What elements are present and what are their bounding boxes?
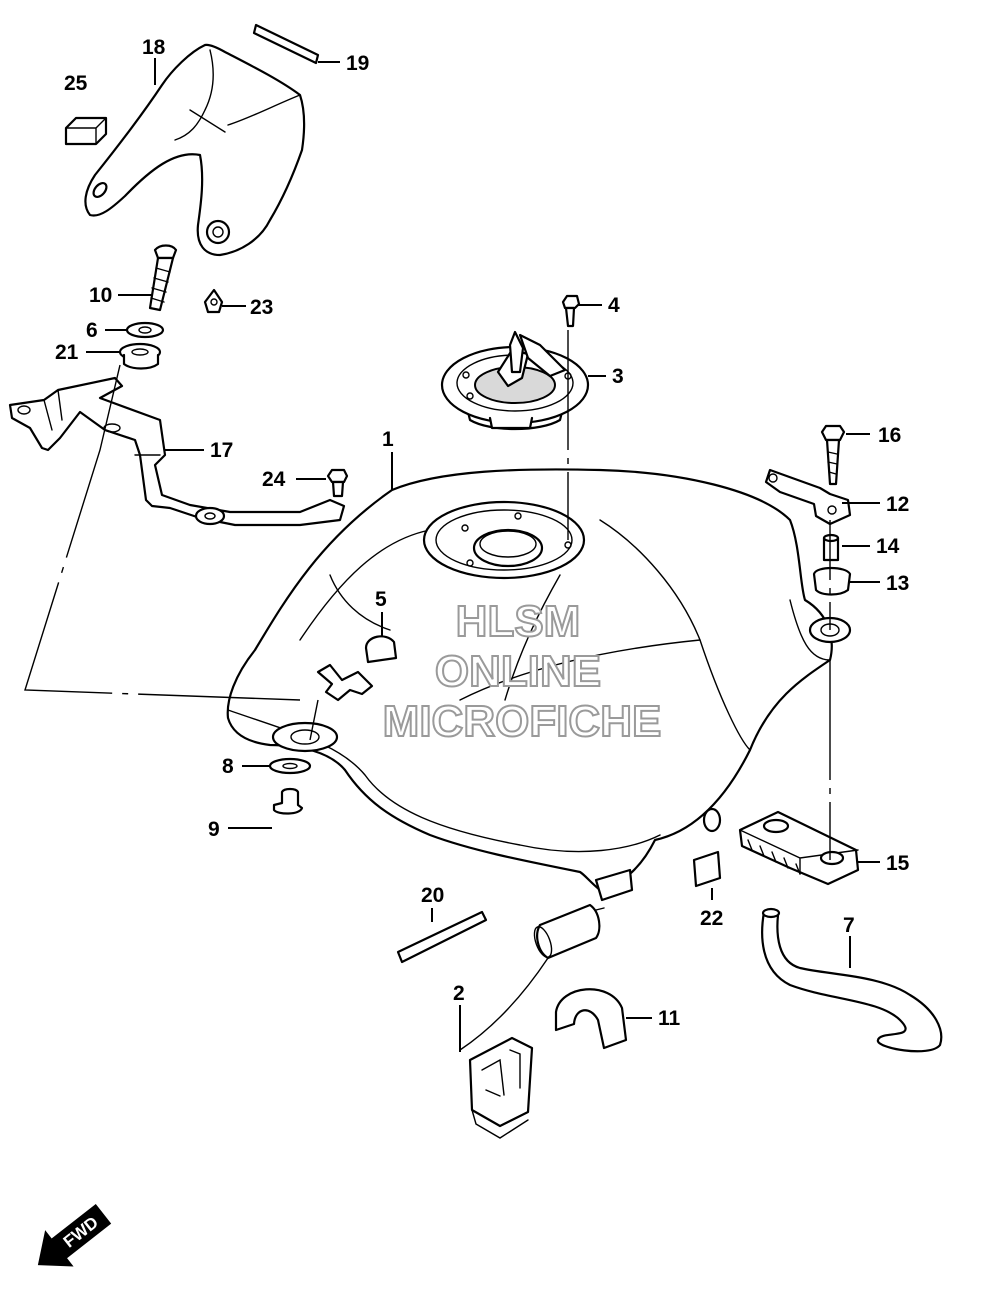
part-17-bracket <box>8 376 346 527</box>
part-13-cushion <box>812 566 852 596</box>
part-15-rubber-mount <box>738 810 860 886</box>
part-21-grommet <box>118 342 162 370</box>
callout-8: 8 <box>222 755 234 778</box>
callout-17: 17 <box>210 439 233 462</box>
callout-18: 18 <box>142 36 166 59</box>
part-24-bolt <box>326 468 349 498</box>
assembly-lines <box>24 330 831 860</box>
callout-19: 19 <box>346 52 369 75</box>
part-6-washer <box>125 321 165 339</box>
part-18-side-cover <box>84 43 306 257</box>
forward-direction-arrow: FWD <box>37 1203 112 1267</box>
part-4-screw <box>561 294 581 328</box>
callout-25: 25 <box>64 72 88 95</box>
callout-9: 9 <box>208 818 220 841</box>
leader-lines <box>86 58 880 1052</box>
callout-23: 23 <box>250 296 273 319</box>
part-7-hose <box>761 907 943 1053</box>
callout-12: 12 <box>886 493 909 516</box>
callout-22: 22 <box>700 907 723 930</box>
part-11-clamp <box>554 988 628 1050</box>
callout-24: 24 <box>262 468 286 491</box>
callout-14: 14 <box>876 535 900 558</box>
watermark-line-2: ONLINE <box>435 647 601 696</box>
watermark: HLSM ONLINE MICROFICHE <box>382 596 663 747</box>
part-25-cushion-block <box>64 116 108 146</box>
callout-10: 10 <box>89 284 112 307</box>
tank-side-bracket <box>316 663 374 702</box>
part-8-grommet <box>268 757 312 775</box>
part-20-strip <box>396 910 488 964</box>
watermark-line-1: HLSM <box>456 597 581 646</box>
callout-4: 4 <box>608 294 620 317</box>
callout-20: 20 <box>421 884 444 907</box>
callout-1: 1 <box>382 428 394 451</box>
callout-15: 15 <box>886 852 910 875</box>
part-14-collar <box>822 533 840 562</box>
callout-labels: 1 2 3 4 5 6 7 8 9 10 11 12 13 14 15 16 1… <box>55 36 910 1030</box>
callout-16: 16 <box>878 424 901 447</box>
part-16-bolt <box>820 424 846 486</box>
callout-5: 5 <box>375 588 387 611</box>
part-22-pad <box>692 850 722 888</box>
part-9-collar <box>272 787 304 815</box>
part-3-fuel-cap <box>440 330 590 431</box>
callout-13: 13 <box>886 572 909 595</box>
callout-2: 2 <box>453 982 465 1005</box>
callout-11: 11 <box>658 1007 681 1030</box>
callout-6: 6 <box>86 319 98 342</box>
part-5-cap <box>364 635 398 664</box>
callout-21: 21 <box>55 341 79 364</box>
callout-7: 7 <box>843 914 855 937</box>
part-23-clip <box>203 288 224 314</box>
part-19-cushion-strip <box>252 23 320 65</box>
part-10-bolt <box>148 244 178 312</box>
callout-3: 3 <box>612 365 624 388</box>
watermark-line-3: MICROFICHE <box>383 697 662 746</box>
part-1-fuel-tank <box>226 468 852 902</box>
part-2-fuel-level-sender <box>459 903 605 1139</box>
